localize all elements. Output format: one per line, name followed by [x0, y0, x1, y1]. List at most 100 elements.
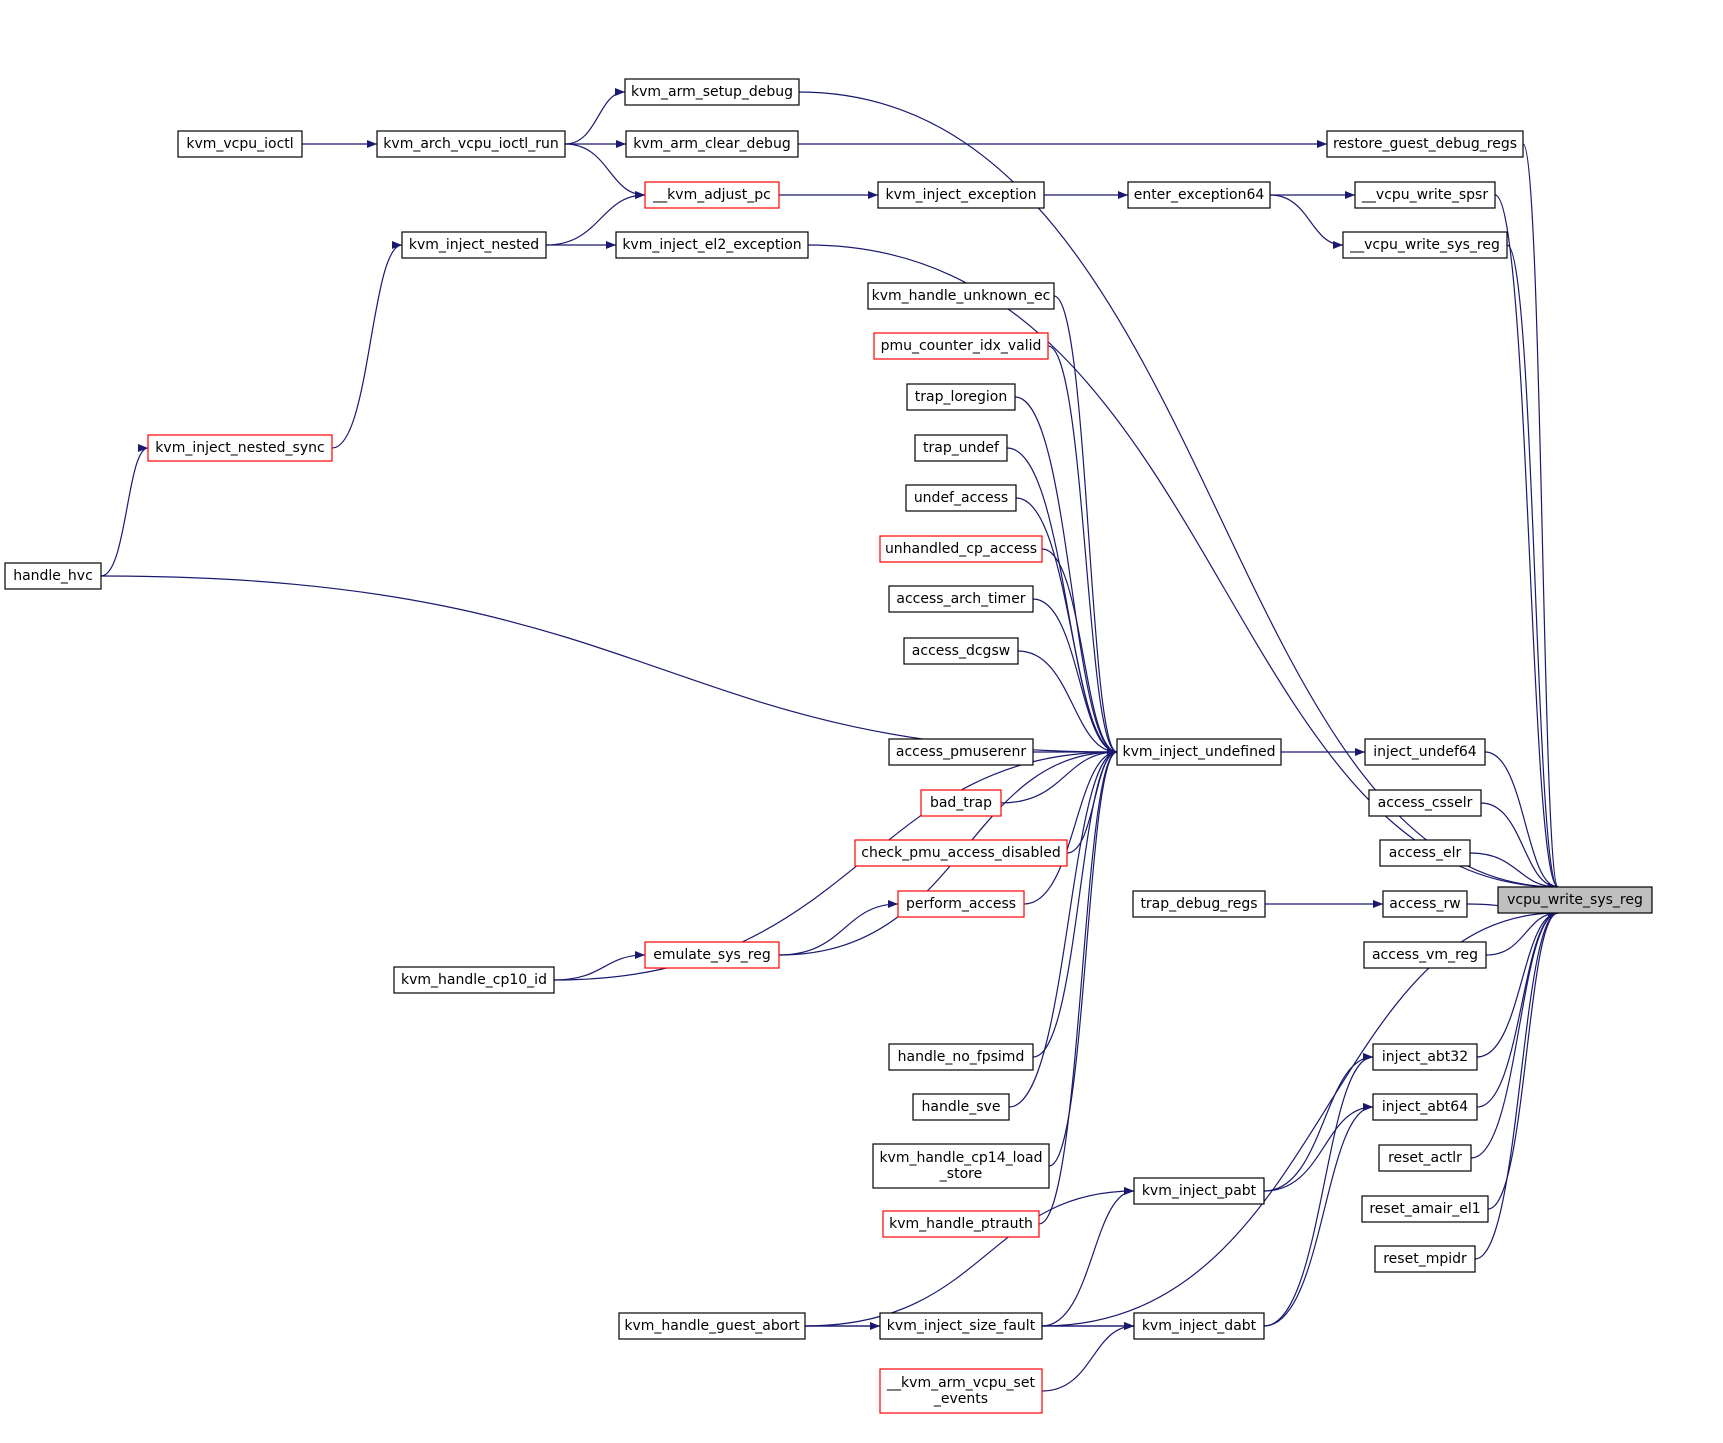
node-kvm_inject_size_fault[interactable]: kvm_inject_size_fault [879, 1312, 1043, 1340]
node-box[interactable] [1127, 181, 1271, 209]
node-box[interactable] [1497, 886, 1653, 914]
node-kvm_inject_nested_sync[interactable]: kvm_inject_nested_sync [147, 434, 333, 462]
node-box[interactable] [625, 130, 799, 158]
node-box[interactable] [147, 434, 333, 462]
node-box[interactable] [1116, 738, 1282, 766]
node-kvm_inject_pabt[interactable]: kvm_inject_pabt [1133, 1177, 1265, 1205]
node-box[interactable] [1342, 231, 1508, 259]
node-access_vm_reg[interactable]: access_vm_reg [1363, 941, 1487, 969]
node-kvm_inject_dabt[interactable]: kvm_inject_dabt [1133, 1312, 1265, 1340]
node-restore_guest_debug_regs[interactable]: restore_guest_debug_regs [1326, 130, 1524, 158]
node-box[interactable] [879, 1368, 1043, 1414]
node-box[interactable] [888, 585, 1034, 613]
node-access_arch_timer[interactable]: access_arch_timer [888, 585, 1034, 613]
node-emulate_sys_reg[interactable]: emulate_sys_reg [644, 941, 780, 969]
node-kvm_handle_ptrauth[interactable]: kvm_handle_ptrauth [882, 1210, 1040, 1238]
node-kvm_vcpu_ioctl[interactable]: kvm_vcpu_ioctl [177, 130, 303, 158]
node-box[interactable] [615, 231, 809, 259]
node-access_dcgsw[interactable]: access_dcgsw [903, 637, 1019, 665]
node-kvm_inject_nested[interactable]: kvm_inject_nested [401, 231, 547, 259]
node-box[interactable] [906, 383, 1016, 411]
node-__vcpu_write_sys_reg[interactable]: __vcpu_write_sys_reg [1342, 231, 1508, 259]
node-kvm_arch_vcpu_ioctl_run[interactable]: kvm_arch_vcpu_ioctl_run [376, 130, 566, 158]
node-box[interactable] [914, 434, 1008, 462]
node-pmu_counter_idx_valid[interactable]: pmu_counter_idx_valid [873, 332, 1049, 360]
node-box[interactable] [1379, 839, 1471, 867]
node-box[interactable] [401, 231, 547, 259]
node-trap_debug_regs[interactable]: trap_debug_regs [1132, 890, 1266, 918]
node-box[interactable] [867, 282, 1055, 310]
node-box[interactable] [903, 637, 1019, 665]
node-box[interactable] [1364, 738, 1486, 766]
node-box[interactable] [879, 535, 1043, 563]
node-access_elr[interactable]: access_elr [1379, 839, 1471, 867]
node-handle_no_fpsimd[interactable]: handle_no_fpsimd [888, 1043, 1034, 1071]
node-box[interactable] [1372, 1043, 1478, 1071]
node-vcpu_write_sys_reg[interactable]: vcpu_write_sys_reg [1497, 886, 1653, 914]
node-handle_sve[interactable]: handle_sve [912, 1093, 1010, 1121]
node-box[interactable] [4, 562, 102, 590]
node-box[interactable] [1133, 1312, 1265, 1340]
node-__kvm_arm_vcpu_set_events[interactable]: __kvm_arm_vcpu_set_events [879, 1368, 1043, 1414]
node-access_rw[interactable]: access_rw [1382, 890, 1468, 918]
node-box[interactable] [1374, 1245, 1476, 1273]
node-box[interactable] [1372, 1093, 1478, 1121]
node-access_pmuserenr[interactable]: access_pmuserenr [888, 738, 1034, 766]
node-box[interactable] [1363, 941, 1487, 969]
node-box[interactable] [1132, 890, 1266, 918]
node-box[interactable] [897, 890, 1025, 918]
node-box[interactable] [1354, 181, 1496, 209]
node-reset_actlr[interactable]: reset_actlr [1378, 1144, 1472, 1172]
node-box[interactable] [872, 1143, 1050, 1189]
node-box[interactable] [879, 1312, 1043, 1340]
node-box[interactable] [912, 1093, 1010, 1121]
node-kvm_arm_clear_debug[interactable]: kvm_arm_clear_debug [625, 130, 799, 158]
node-__kvm_adjust_pc[interactable]: __kvm_adjust_pc [644, 181, 780, 209]
node-handle_hvc[interactable]: handle_hvc [4, 562, 102, 590]
node-kvm_inject_undefined[interactable]: kvm_inject_undefined [1116, 738, 1282, 766]
node-box[interactable] [873, 332, 1049, 360]
node-box[interactable] [882, 1210, 1040, 1238]
node-box[interactable] [624, 78, 800, 106]
node-bad_trap[interactable]: bad_trap [920, 789, 1002, 817]
node-box[interactable] [888, 1043, 1034, 1071]
node-box[interactable] [644, 181, 780, 209]
node-box[interactable] [1133, 1177, 1265, 1205]
node-unhandled_cp_access[interactable]: unhandled_cp_access [879, 535, 1043, 563]
node-box[interactable] [177, 130, 303, 158]
node-kvm_inject_el2_exception[interactable]: kvm_inject_el2_exception [615, 231, 809, 259]
node-kvm_arm_setup_debug[interactable]: kvm_arm_setup_debug [624, 78, 800, 106]
node-kvm_handle_guest_abort[interactable]: kvm_handle_guest_abort [618, 1312, 806, 1340]
node-box[interactable] [1326, 130, 1524, 158]
node-kvm_handle_cp14_load_store[interactable]: kvm_handle_cp14_load_store [872, 1143, 1050, 1189]
node-kvm_handle_cp10_id[interactable]: kvm_handle_cp10_id [393, 966, 555, 994]
node-box[interactable] [393, 966, 555, 994]
node-trap_loregion[interactable]: trap_loregion [906, 383, 1016, 411]
node-reset_amair_el1[interactable]: reset_amair_el1 [1361, 1195, 1489, 1223]
node-box[interactable] [376, 130, 566, 158]
node-box[interactable] [1378, 1144, 1472, 1172]
node-__vcpu_write_spsr[interactable]: __vcpu_write_spsr [1354, 181, 1496, 209]
node-box[interactable] [905, 484, 1017, 512]
node-undef_access[interactable]: undef_access [905, 484, 1017, 512]
node-inject_undef64[interactable]: inject_undef64 [1364, 738, 1486, 766]
node-perform_access[interactable]: perform_access [897, 890, 1025, 918]
node-kvm_handle_unknown_ec[interactable]: kvm_handle_unknown_ec [867, 282, 1055, 310]
node-check_pmu_access_disabled[interactable]: check_pmu_access_disabled [854, 839, 1068, 867]
node-box[interactable] [920, 789, 1002, 817]
node-box[interactable] [618, 1312, 806, 1340]
node-enter_exception64[interactable]: enter_exception64 [1127, 181, 1271, 209]
node-box[interactable] [877, 181, 1045, 209]
node-reset_mpidr[interactable]: reset_mpidr [1374, 1245, 1476, 1273]
node-box[interactable] [1382, 890, 1468, 918]
node-box[interactable] [854, 839, 1068, 867]
node-trap_undef[interactable]: trap_undef [914, 434, 1008, 462]
node-box[interactable] [644, 941, 780, 969]
node-box[interactable] [1368, 789, 1482, 817]
node-inject_abt64[interactable]: inject_abt64 [1372, 1093, 1478, 1121]
node-kvm_inject_exception[interactable]: kvm_inject_exception [877, 181, 1045, 209]
node-access_csselr[interactable]: access_csselr [1368, 789, 1482, 817]
node-box[interactable] [1361, 1195, 1489, 1223]
node-box[interactable] [888, 738, 1034, 766]
node-inject_abt32[interactable]: inject_abt32 [1372, 1043, 1478, 1071]
